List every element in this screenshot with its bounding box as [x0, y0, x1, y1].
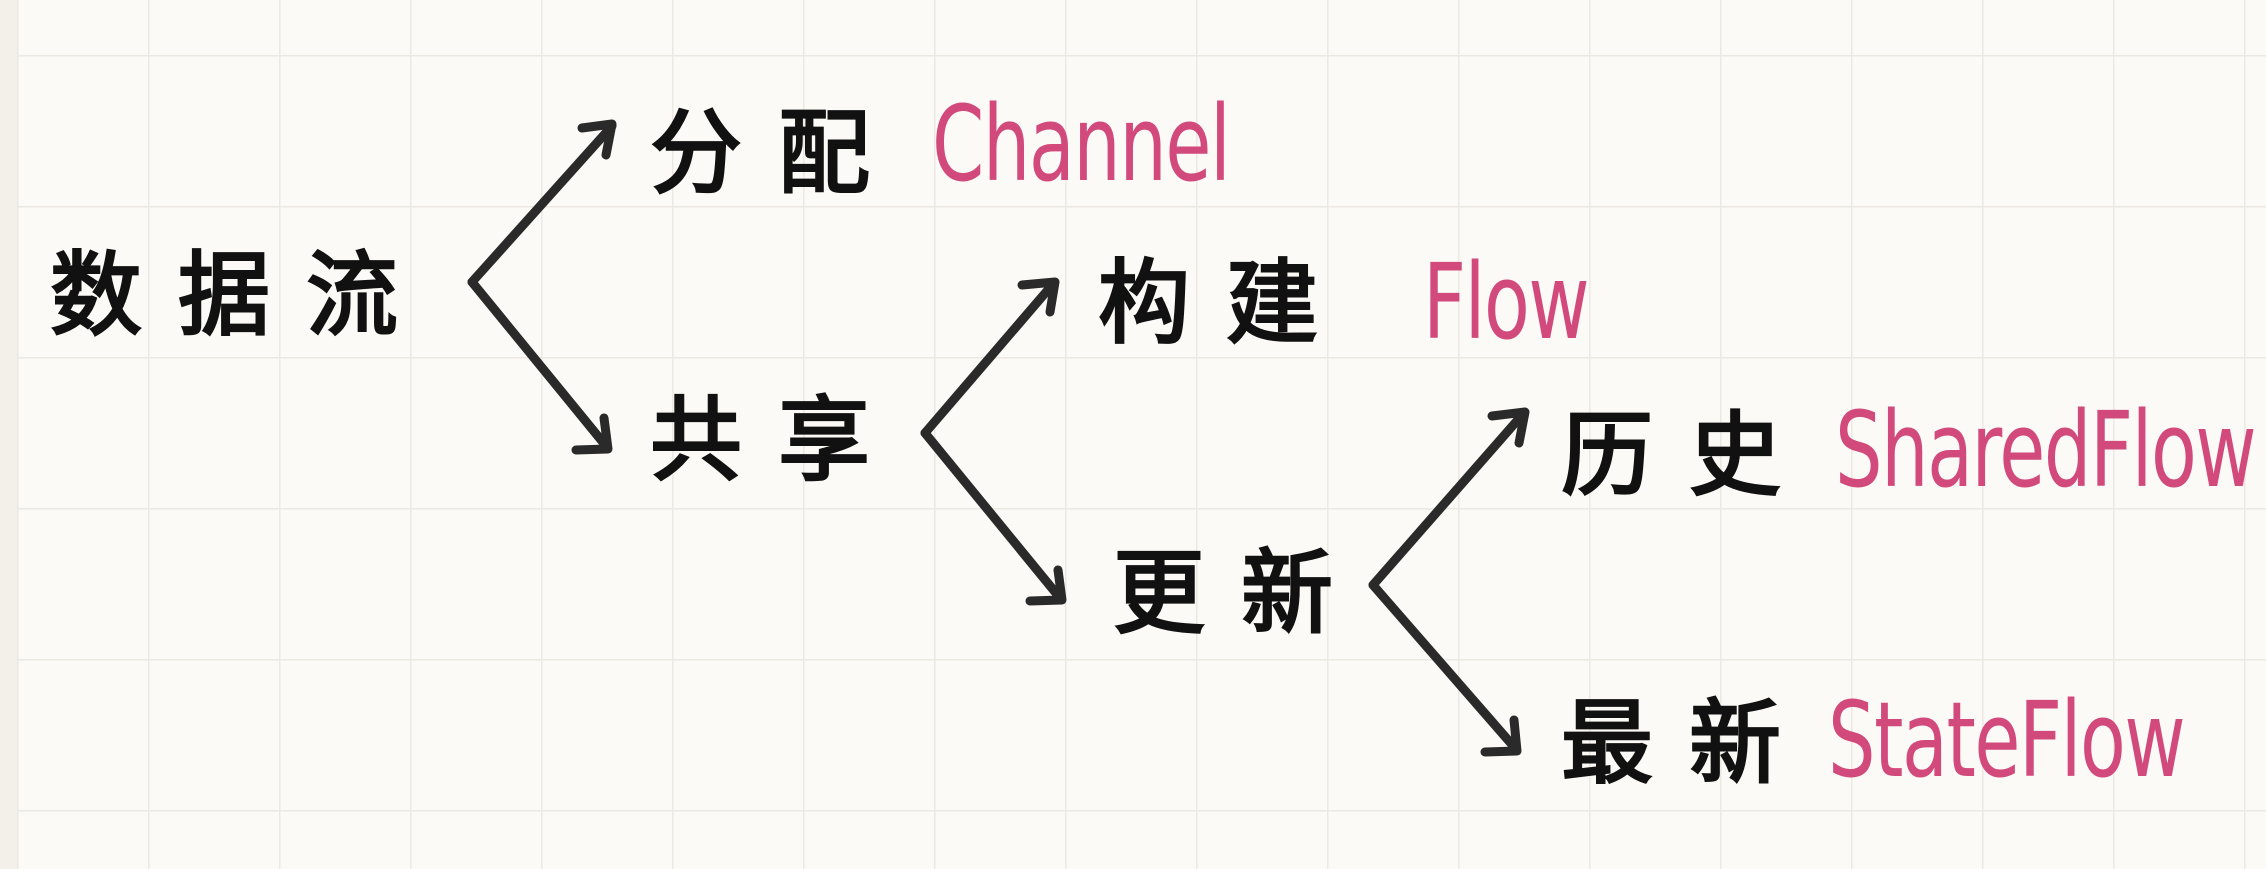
arrow-root-to-share: [467, 277, 613, 455]
history-label: 历史: [1561, 402, 1818, 509]
arrow-share-to-update: [920, 428, 1067, 606]
build-term: Flow: [1423, 241, 1590, 363]
latest-label: 最新: [1561, 690, 1818, 797]
distribute-label: 分配: [650, 100, 907, 207]
root-label: 数据流: [50, 242, 435, 349]
build-label: 构建: [1098, 250, 1355, 357]
latest-term: StateFlow: [1828, 679, 2186, 801]
arrow-root-to-distribute: [467, 119, 617, 287]
update-label: 更新: [1113, 540, 1370, 647]
history-term: SharedFlow: [1835, 389, 2257, 511]
page-edge: [0, 0, 17, 869]
arrow-update-to-latest: [1368, 580, 1522, 757]
share-label: 共享: [650, 387, 907, 494]
distribute-term: Channel: [932, 83, 1231, 205]
arrow-share-to-build: [920, 277, 1060, 438]
arrow-update-to-history: [1368, 407, 1530, 590]
